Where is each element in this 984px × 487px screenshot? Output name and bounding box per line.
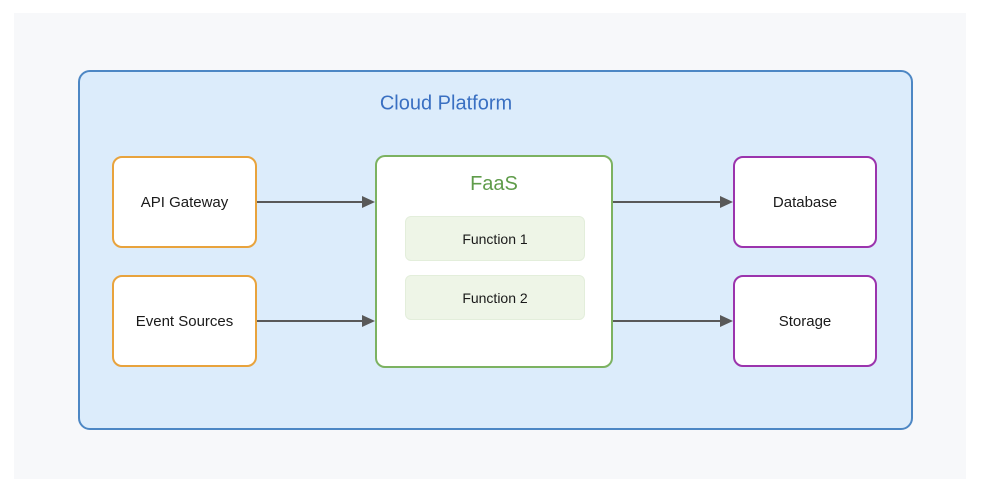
arrow-event-sources-to-faas bbox=[257, 315, 375, 327]
database-label: Database bbox=[772, 193, 838, 211]
function-2-label: Function 2 bbox=[462, 289, 528, 306]
function-1-label: Function 1 bbox=[462, 230, 528, 247]
node-function-1[interactable]: Function 1 bbox=[405, 216, 585, 261]
storage-label: Storage bbox=[778, 312, 832, 330]
event-sources-label: Event Sources bbox=[135, 312, 234, 330]
node-database[interactable]: Database bbox=[733, 156, 877, 248]
node-function-2[interactable]: Function 2 bbox=[405, 275, 585, 320]
faas-label: FaaS bbox=[470, 173, 518, 195]
api-gateway-label: API Gateway bbox=[140, 193, 229, 211]
node-faas[interactable]: FaaS Function 1 Function 2 bbox=[375, 155, 613, 368]
node-event-sources[interactable]: Event Sources bbox=[112, 275, 257, 367]
arrow-api-gateway-to-faas bbox=[257, 196, 375, 208]
cloud-platform-label: Cloud Platform bbox=[379, 92, 513, 115]
node-storage[interactable]: Storage bbox=[733, 275, 877, 367]
arrow-faas-to-database bbox=[613, 196, 733, 208]
node-api-gateway[interactable]: API Gateway bbox=[112, 156, 257, 248]
arrow-faas-to-storage bbox=[613, 315, 733, 327]
